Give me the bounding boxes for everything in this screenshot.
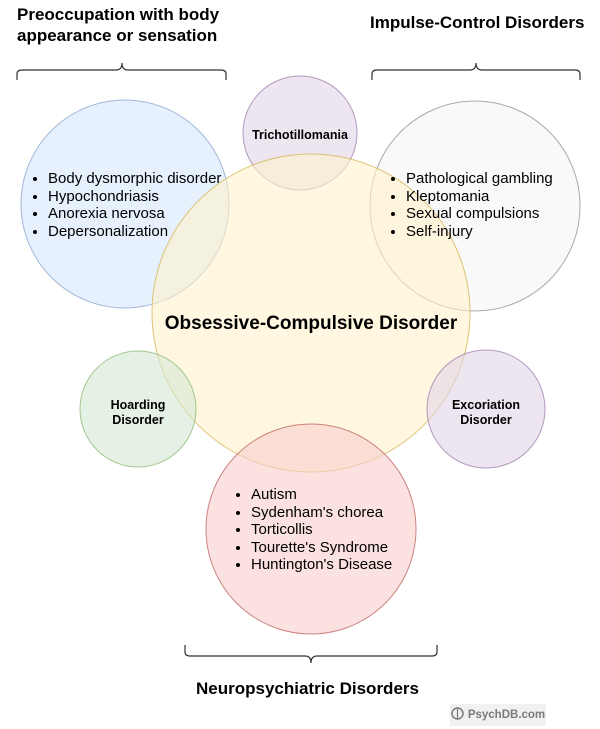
brace-bottom: [184, 645, 438, 664]
title-line: Preoccupation with body: [17, 5, 220, 24]
list-item: Torticollis: [251, 521, 392, 539]
list-item: Self-injury: [406, 223, 553, 241]
brace-left: [16, 62, 227, 80]
trich-label: Trichotillomania: [252, 128, 348, 142]
list-item: Autism: [251, 486, 392, 504]
label-line: Hoarding: [110, 398, 166, 412]
list-item: Tourette's Syndrome: [251, 539, 392, 557]
psychdb-logo: PsychDB.com: [450, 704, 546, 726]
list-item: Sexual compulsions: [406, 205, 553, 223]
list-item: Hypochondriasis: [48, 188, 221, 206]
list-impulse: Pathological gambling Kleptomania Sexual…: [388, 170, 553, 240]
list-item: Kleptomania: [406, 188, 553, 206]
circle-excoriation: [426, 349, 546, 469]
list-item: Pathological gambling: [406, 170, 553, 188]
list-item: Anorexia nervosa: [48, 205, 221, 223]
list-item: Depersonalization: [48, 223, 221, 241]
group-title-impulse: Impulse-Control Disorders: [370, 13, 585, 32]
logo-text: PsychDB.com: [467, 709, 546, 721]
brain-icon: [451, 707, 464, 723]
list-neuro: Autism Sydenham's chorea Torticollis Tou…: [233, 486, 392, 574]
list-body: Body dysmorphic disorder Hypochondriasis…: [30, 170, 221, 240]
excoriation-label: Excoriation Disorder: [427, 398, 545, 428]
circle-hoarding: [79, 350, 197, 468]
list-item: Huntington's Disease: [251, 556, 392, 574]
label-line: Excoriation: [451, 398, 521, 412]
ocd-label: Obsessive-Compulsive Disorder: [164, 313, 458, 334]
group-title-neuro: Neuropsychiatric Disorders: [196, 679, 419, 698]
list-item: Body dysmorphic disorder: [48, 170, 221, 188]
label-line: Disorder: [112, 413, 164, 427]
title-line: appearance or sensation: [17, 26, 218, 45]
brace-right: [371, 62, 581, 80]
group-title-body: Preoccupation with body appearance or se…: [17, 4, 219, 46]
label-line: Disorder: [460, 413, 512, 427]
hoarding-label: Hoarding Disorder: [80, 398, 196, 428]
circle-neuro: [205, 423, 417, 635]
list-item: Sydenham's chorea: [251, 504, 392, 522]
